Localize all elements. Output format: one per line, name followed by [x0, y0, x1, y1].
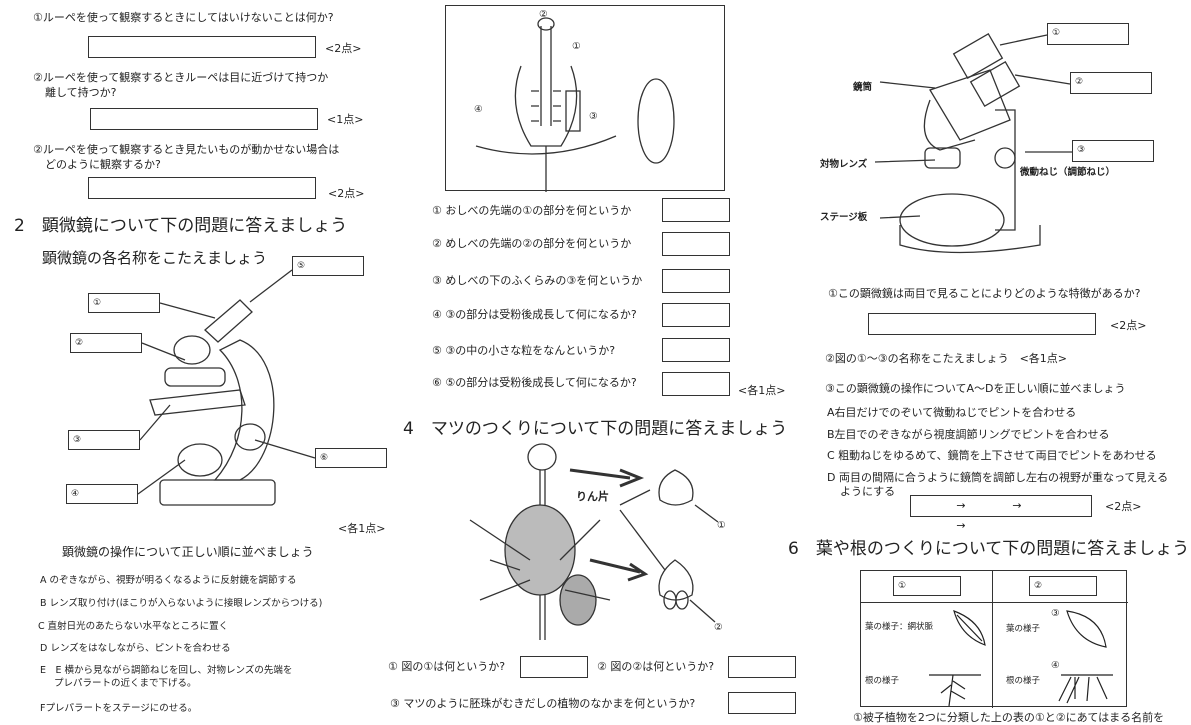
flower-question-6: ⑥ ⑤の部分は受粉後成長して何になるか?: [432, 376, 637, 389]
flower-answer-2[interactable]: [662, 232, 730, 256]
flower-answer-1[interactable]: [662, 198, 730, 222]
scale-label: りん片: [576, 490, 609, 503]
section-6-question-1: ①被子植物を2つに分類した上の表の①と②にあてはまる名前を: [853, 711, 1165, 724]
answer-box-1-3[interactable]: [88, 177, 316, 199]
label-box-4[interactable]: ④: [66, 484, 138, 504]
stereo-label-box-1[interactable]: ①: [1047, 23, 1129, 45]
stereo-answer-1[interactable]: [868, 313, 1096, 335]
question-1: ①ルーペを使って観察するときにしてはいけないことは何か?: [33, 11, 334, 24]
leaf-label-1: 葉の様子：網状脈: [865, 622, 934, 632]
stereo-step-d: D 両目の間隔に合うように鏡筒を調節し左右の視野が重なって見える: [827, 471, 1169, 484]
step-f: Fプレパラートをステージにのせる。: [40, 703, 198, 714]
step-b: B レンズ取り付け(ほこりが入らないように接眼レンズからつける): [40, 598, 323, 609]
pine-answer-2[interactable]: [728, 656, 796, 678]
pine-answer-3[interactable]: [728, 692, 796, 714]
label-box-3[interactable]: ③: [68, 430, 140, 450]
microscope-illustration: [137, 269, 316, 506]
table-answer-1[interactable]: ①: [893, 576, 961, 596]
section-4-heading: 4 マツのつくりについて下の問題に答えましょう: [403, 419, 788, 439]
root-label-2: 根の様子: [1006, 676, 1041, 686]
stereo-question-1: ①この顕微鏡は両目で見ることによりどのような特徴があるか?: [828, 287, 1141, 300]
points: <2点>: [325, 42, 362, 55]
flower-question-2: ② めしべの先端の②の部分を何というか: [432, 237, 632, 250]
step-d: D レンズをはなしながら、ピントを合わせる: [40, 643, 231, 654]
pine-illustration: [469, 443, 719, 640]
stereo-label-box-3[interactable]: ③: [1072, 140, 1154, 162]
flower-answer-4[interactable]: [662, 303, 730, 327]
step-e-cont: プレパラートの近くまで下げる。: [54, 678, 197, 689]
order-title: 顕微鏡の操作について正しい順に並べましょう: [62, 545, 314, 559]
table-answer-2[interactable]: ②: [1029, 576, 1097, 596]
diagram-label-4: ④: [474, 104, 483, 115]
diagram-label-3: ③: [589, 111, 598, 122]
points: <各1点>: [738, 384, 786, 397]
stereo-question-3: ③この顕微鏡の操作についてA〜Dを正しい順に並べましょう: [825, 382, 1126, 395]
label-stage: ステージ板: [820, 212, 868, 223]
flower-question-3: ③ めしべの下のふくらみの③を何というか: [432, 274, 643, 287]
pine-label-1: ①: [717, 520, 726, 531]
arrow: →: [1012, 499, 1022, 512]
step-a: A のぞきながら、視野が明るくなるように反射鏡を調節する: [40, 575, 297, 586]
pine-answer-1[interactable]: [520, 656, 588, 678]
label-fine-adjust: 微動ねじ（調節ねじ）: [1020, 167, 1116, 178]
points: <各1点>: [338, 522, 386, 535]
stereo-microscope-illustration: [874, 32, 1072, 254]
flower-answer-6[interactable]: [662, 372, 730, 396]
label-box-5[interactable]: ⑤: [292, 256, 364, 276]
step-e: E E 横から見ながら調節ねじを回し、対物レンズの先端を: [40, 665, 293, 676]
mark-3: ③: [1051, 608, 1060, 619]
pine-question-3: ③ マツのように胚珠がむきだしの植物のなかまを何というか?: [390, 697, 696, 710]
label-objective: 対物レンズ: [820, 159, 868, 170]
pine-question-2: ② 図の②は何というか?: [597, 660, 715, 673]
flower-question-1: ① おしべの先端の①の部分を何というか: [432, 204, 632, 217]
pine-label-2: ②: [714, 622, 723, 633]
label-box-6[interactable]: ⑥: [315, 448, 387, 468]
stereo-question-2: ②図の①〜③の名称をこたえましょう <各1点>: [825, 352, 1068, 365]
label-tube: 鏡筒: [853, 82, 873, 93]
mark-4: ④: [1051, 660, 1060, 671]
answer-box-1-1[interactable]: [88, 36, 316, 58]
answer-box-1-2[interactable]: [90, 108, 318, 130]
arrow: →: [956, 499, 966, 512]
leaf-root-drawings: [929, 610, 1113, 707]
label-box-1[interactable]: ①: [88, 293, 160, 313]
points: <2点>: [1105, 500, 1142, 513]
section-2-subheading: 顕微鏡の各名称をこたえましょう: [42, 249, 268, 267]
flower-question-4: ④ ③の部分は受粉後成長して何になるか?: [432, 308, 637, 321]
section-2-heading: 2 顕微鏡について下の問題に答えましょう: [14, 216, 348, 236]
stereo-step-b: B左目でのぞきながら視度調節リングでピントを合わせる: [827, 428, 1110, 441]
leaf-label-2: 葉の様子: [1006, 624, 1041, 634]
label-box-2[interactable]: ②: [70, 333, 142, 353]
points: <2点>: [1110, 319, 1147, 332]
flower-diagram: ② ① ③ ④: [445, 5, 725, 192]
points: <2点>: [328, 187, 365, 200]
plant-table: ① ② 葉の様子：網状脈 根の様子 葉の様子 根の様子 ③ ④: [860, 570, 1128, 708]
step-c: C 直射日光のあたらない水平なところに置く: [38, 621, 229, 632]
stereo-step-c: C 粗動ねじをゆるめて、鏡筒を上下させて両目でピントをあわせる: [827, 449, 1157, 462]
arrow: →: [956, 519, 966, 532]
stereo-label-box-2[interactable]: ②: [1070, 72, 1152, 94]
question-3-cont: どのように観察するか?: [45, 158, 161, 171]
order-answer-box[interactable]: → → →: [910, 495, 1092, 532]
points: <1点>: [327, 113, 364, 126]
question-2: ②ルーペを使って観察するときルーペは目に近づけて持つか: [33, 71, 329, 84]
flower-answer-3[interactable]: [662, 269, 730, 293]
flower-question-5: ⑤ ③の中の小さな粒をなんというか?: [432, 344, 616, 357]
pine-question-1: ① 図の①は何というか?: [388, 660, 506, 673]
question-3: ②ルーペを使って観察するとき見たいものが動かせない場合は: [33, 143, 340, 156]
question-2-cont: 離して持つか?: [45, 86, 117, 99]
section-6-heading: 6 葉や根のつくりについて下の問題に答えましょう: [788, 539, 1190, 559]
root-label-1: 根の様子: [865, 676, 900, 686]
diagram-label-2: ②: [539, 9, 548, 20]
stereo-step-a: A右目だけでのぞいて微動ねじでピントを合わせる: [827, 406, 1077, 419]
stereo-step-d-cont: ようにする: [840, 485, 896, 498]
diagram-label-1: ①: [572, 41, 581, 52]
flower-answer-5[interactable]: [662, 338, 730, 362]
